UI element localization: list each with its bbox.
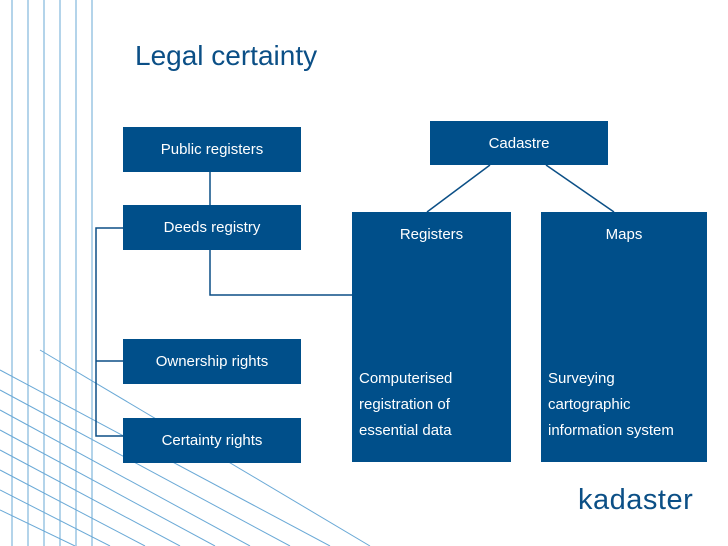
ownership-rights-box: Ownership rights (123, 339, 301, 384)
registers-desc-line: registration of (359, 396, 450, 413)
kadaster-logo: kadaster (578, 484, 694, 516)
registers-label: Registers (399, 226, 464, 243)
deeds-registry-label: Deeds registry (163, 219, 261, 236)
maps-desc-line: cartographic (548, 396, 631, 413)
certainty-rights-box: Certainty rights (123, 418, 301, 463)
registers-description: Computerised registration of essential d… (359, 366, 452, 444)
maps-desc-line: Surveying (548, 370, 615, 387)
public-registers-box: Public registers (123, 127, 301, 172)
cadastre-label: Cadastre (488, 134, 550, 152)
ownership-rights-label: Ownership rights (155, 353, 269, 370)
registers-box: Registers Computerised registration of e… (352, 212, 511, 462)
page-title: Legal certainty (135, 40, 318, 71)
deeds-registry-box: Deeds registry (123, 205, 301, 250)
public-registers-label: Public registers (160, 141, 264, 158)
registers-desc-line: Computerised (359, 370, 453, 387)
registers-desc-line: essential data (359, 422, 452, 439)
certainty-rights-label: Certainty rights (161, 432, 263, 449)
cadastre-box: Cadastre (430, 121, 608, 165)
maps-label: Maps (605, 226, 643, 243)
maps-desc-line: information system (548, 422, 674, 439)
maps-description: Surveying cartographic information syste… (548, 366, 674, 444)
maps-box: Maps Surveying cartographic information … (541, 212, 707, 462)
